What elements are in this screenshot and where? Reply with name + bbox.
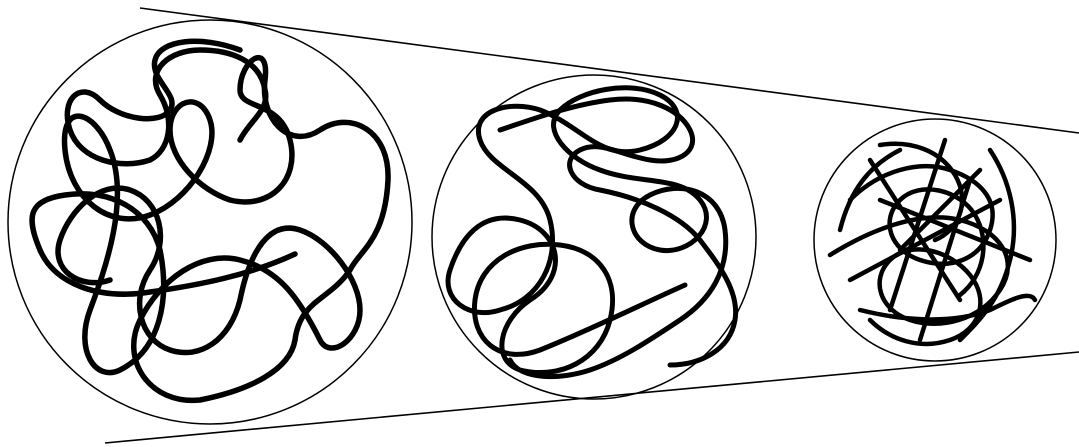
lower-convergence-line [105, 352, 1079, 443]
upper-convergence-line [140, 8, 1079, 133]
coil-large [8, 20, 412, 424]
coil-large-strand [32, 58, 388, 401]
coil-large-strand-upper-loops [67, 41, 265, 163]
coil-medium [432, 75, 756, 399]
coil-medium-strand [448, 88, 726, 377]
coil-small [814, 119, 1056, 361]
